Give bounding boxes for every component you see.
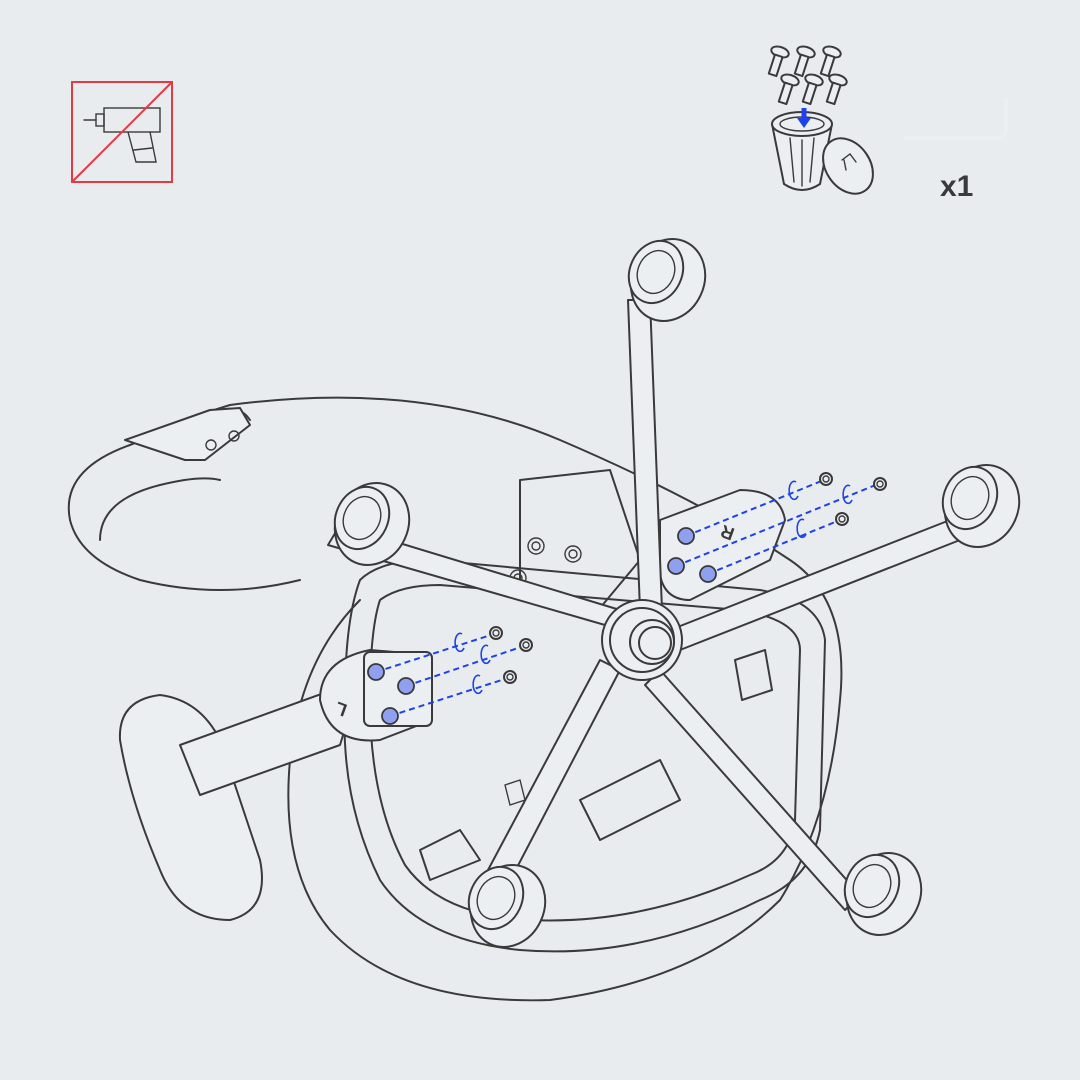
right-arm-bolt-guides xyxy=(675,472,887,575)
bolts-icon xyxy=(767,45,848,106)
right-arm-bolts xyxy=(667,527,717,583)
hex-key-quantity: x1 xyxy=(940,170,974,203)
hex-key-icon xyxy=(903,98,1008,140)
caster-left xyxy=(333,482,411,566)
no-power-drill-icon xyxy=(71,81,173,183)
caster-bottom-left xyxy=(467,864,547,948)
caster-top xyxy=(627,238,707,322)
parts-container-icon xyxy=(771,108,874,195)
left-arm-bolts xyxy=(367,663,415,725)
caster-right xyxy=(941,464,1021,548)
chair-base-assembly xyxy=(67,396,843,1002)
left-arm-bolt-guides xyxy=(375,626,533,717)
caster-bottom-right xyxy=(843,852,923,936)
right-arm-label: R xyxy=(718,521,737,544)
star-base xyxy=(327,299,961,911)
